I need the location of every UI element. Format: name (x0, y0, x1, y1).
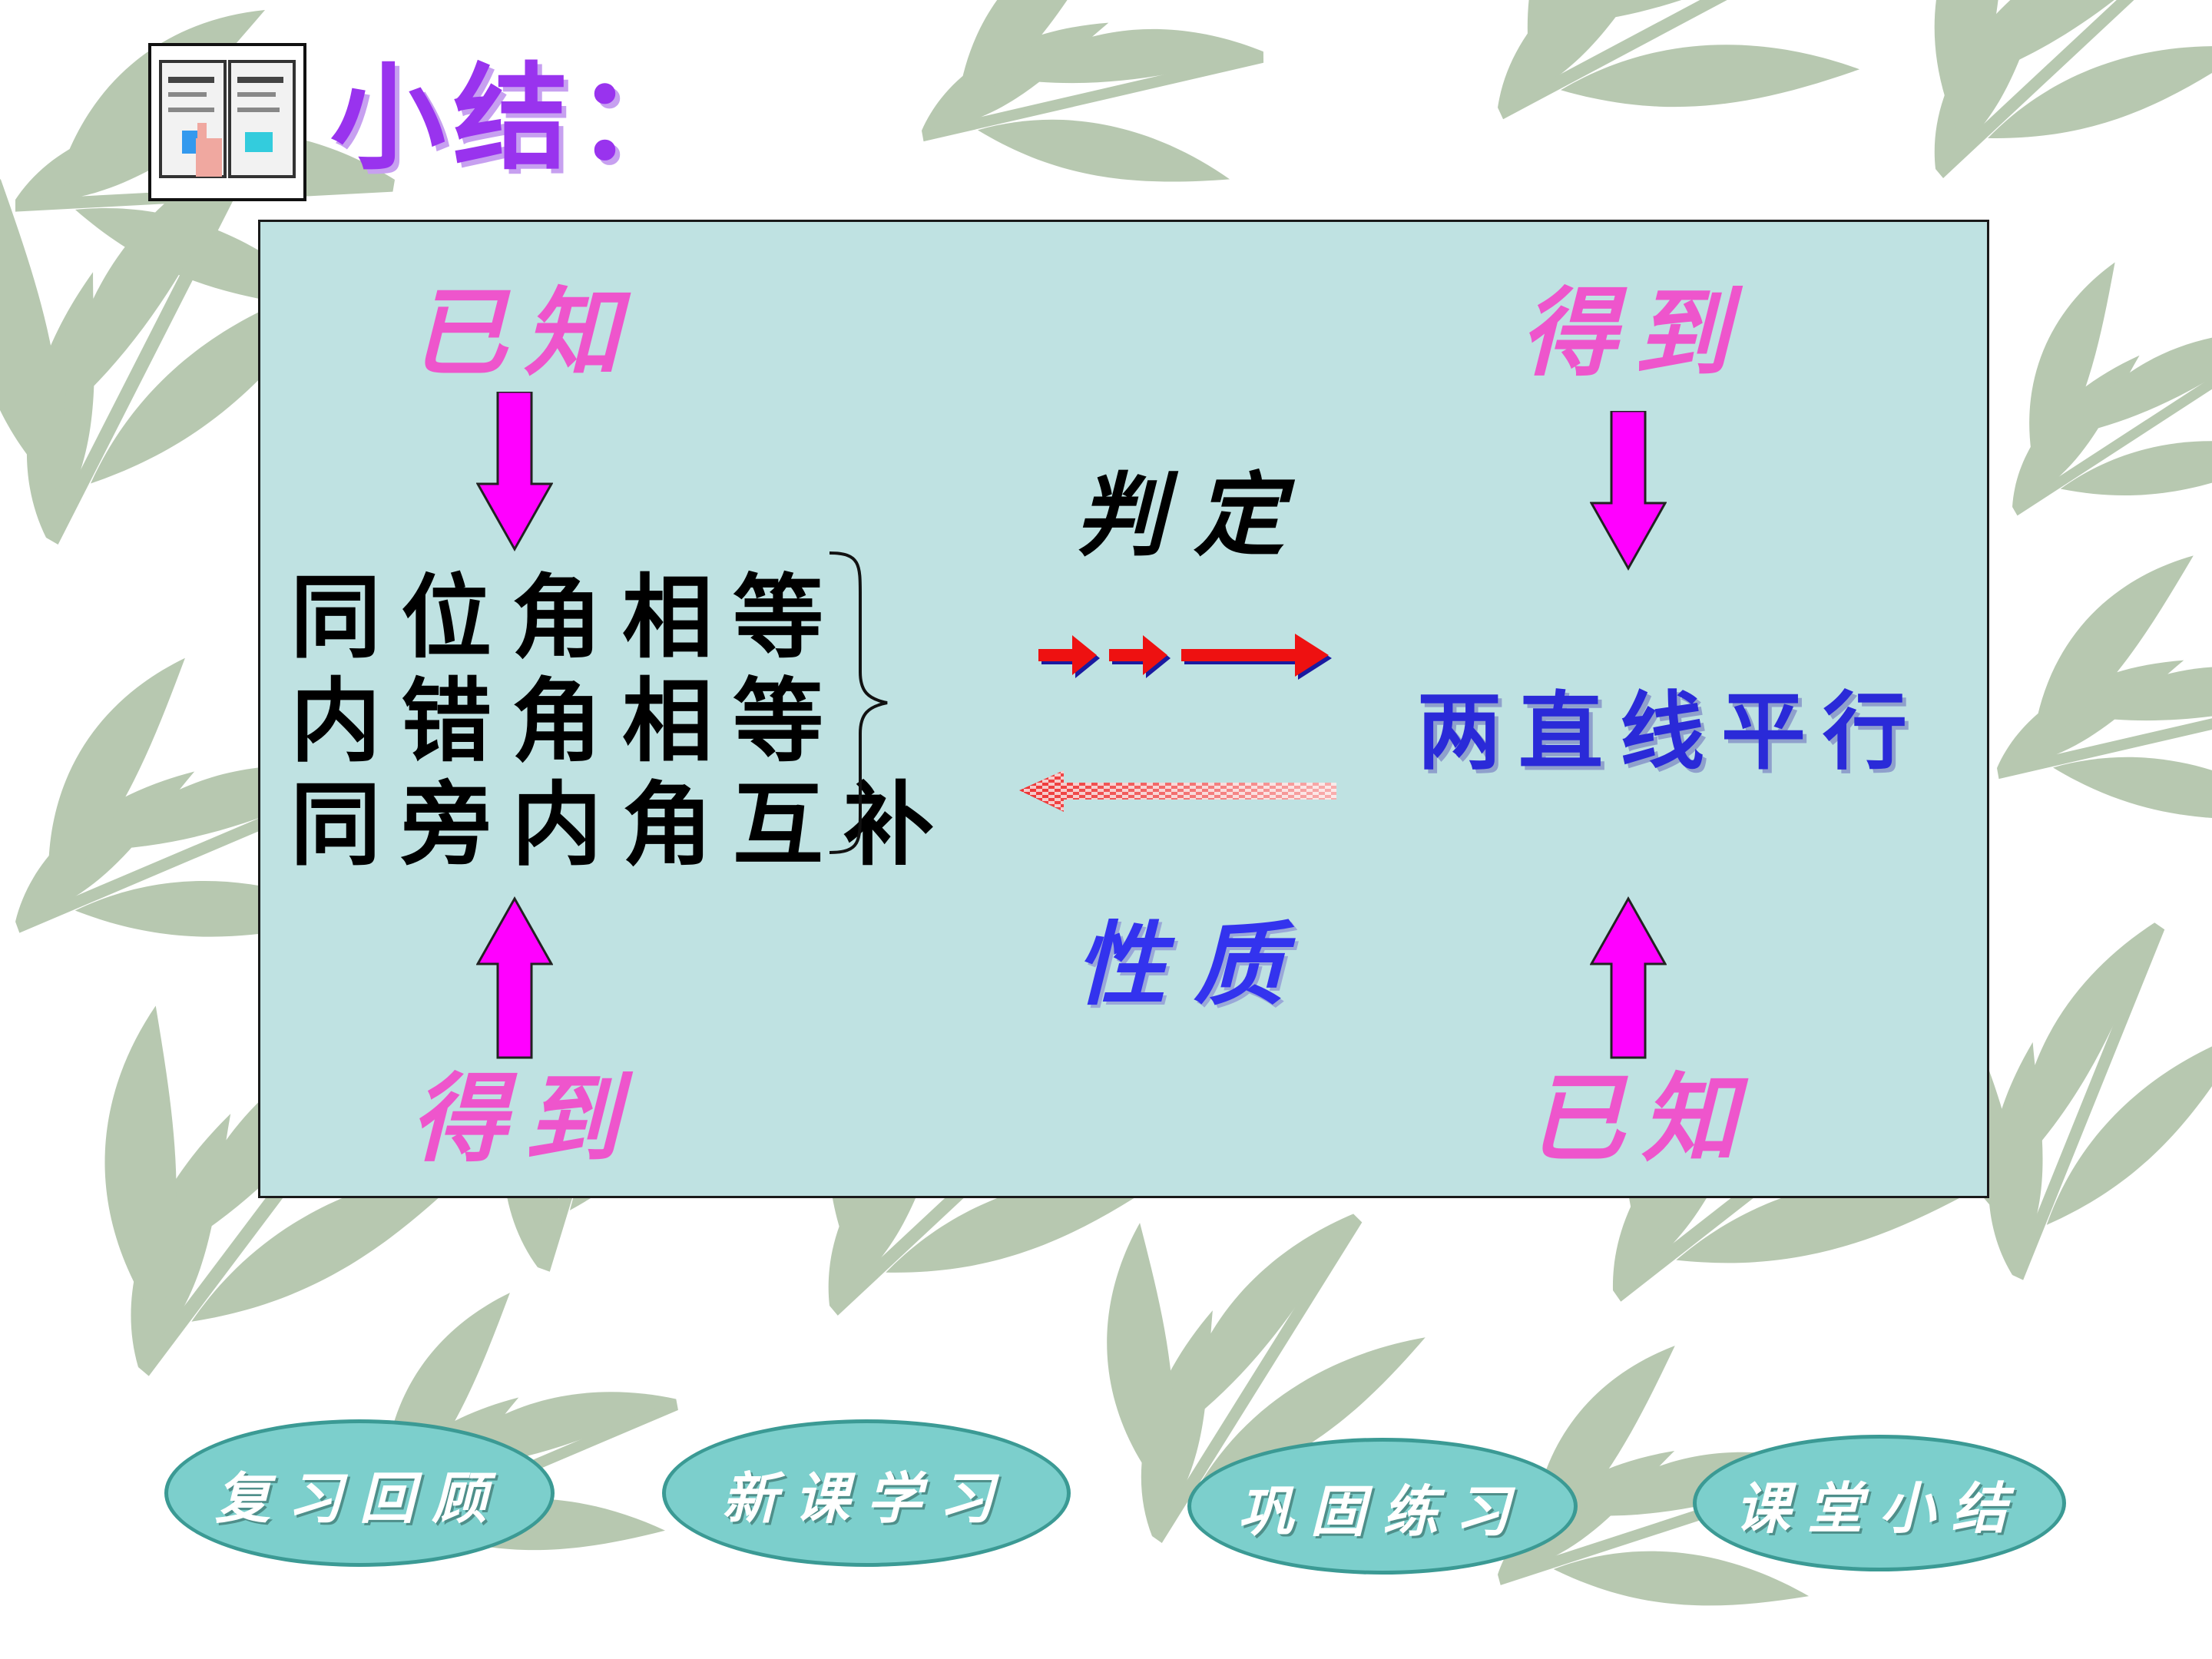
up-arrow-icon (476, 896, 553, 1059)
result-text: 两直线平行 (1417, 683, 1924, 781)
condition-alternate-angles: 内错角相等 (290, 668, 844, 774)
condition-interior-angles: 同旁内角互补 (290, 772, 955, 878)
nav-new-lesson-button[interactable]: 新课学习 (662, 1419, 1071, 1567)
obtain-label-bottom: 得到 (411, 1063, 637, 1175)
nav-new-lesson-label: 新课学习 (721, 1465, 1011, 1531)
document-pages-icon (148, 43, 306, 201)
summary-panel (258, 220, 1989, 1198)
judgement-label: 判定 (1075, 462, 1313, 568)
down-arrow-icon (1590, 411, 1667, 571)
nav-review-label: 复习回顾 (214, 1465, 504, 1531)
right-brace-icon (829, 551, 888, 854)
nav-summary-button[interactable]: 课堂小结 (1693, 1435, 2066, 1571)
down-arrow-icon (476, 392, 553, 552)
obtain-label-top: 得到 (1521, 277, 1747, 389)
right-arrow-icon (1038, 634, 1332, 680)
known-label-top: 已知 (411, 277, 637, 389)
up-arrow-icon (1590, 896, 1667, 1059)
page-title: 小结： (330, 52, 700, 186)
left-arrow-icon (1019, 770, 1336, 812)
nav-practice-label: 巩固练习 (1237, 1478, 1527, 1544)
nav-practice-button[interactable]: 巩固练习 (1187, 1438, 1578, 1575)
property-label: 性质 (1075, 911, 1313, 1018)
condition-corresponding-angles: 同位角相等 (290, 565, 844, 671)
known-label-bottom: 已知 (1528, 1063, 1754, 1175)
nav-review-button[interactable]: 复习回顾 (164, 1419, 555, 1567)
nav-summary-label: 课堂小结 (1734, 1475, 2024, 1541)
